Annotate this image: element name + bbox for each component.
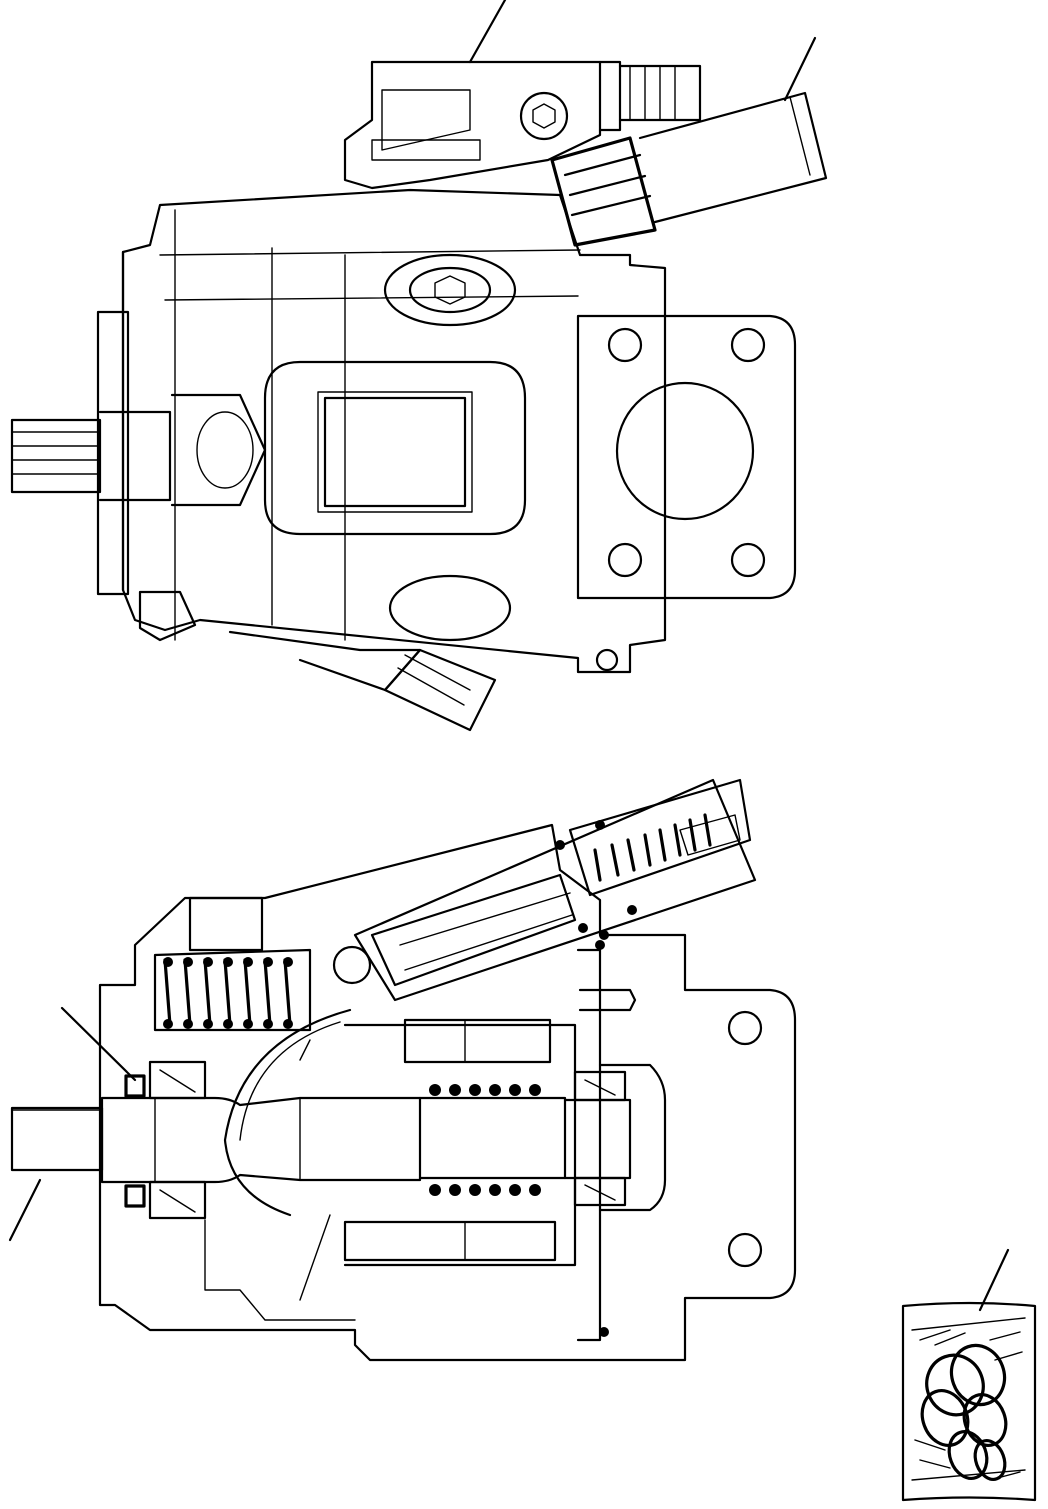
drive-shaft xyxy=(10,1096,632,1184)
port-plate xyxy=(576,314,797,672)
regulator-housing xyxy=(343,60,702,190)
callout-seal-kit xyxy=(978,1248,1010,1312)
callout-solenoid-connector xyxy=(783,36,817,102)
swash-plate xyxy=(223,1008,352,1217)
pump-housing xyxy=(10,188,667,674)
lower-fitting xyxy=(228,630,497,732)
callout-shaft-seal xyxy=(60,1006,137,1082)
callout-drive-shaft xyxy=(8,1178,42,1242)
control-piston-spring xyxy=(153,896,312,1032)
bearings xyxy=(148,1060,627,1220)
o-ring-seal-kit-bag xyxy=(901,1248,1037,1502)
cylinder-block xyxy=(343,1018,577,1267)
shaft-seal xyxy=(124,1074,146,1208)
regulator-valve-section xyxy=(332,778,757,1002)
solenoid-connector xyxy=(550,91,828,247)
callout-regulator-housing xyxy=(468,0,507,64)
pump-cross-section-view xyxy=(8,778,797,1362)
port-plate-section xyxy=(576,930,763,1342)
pump-exterior-view xyxy=(10,0,828,732)
